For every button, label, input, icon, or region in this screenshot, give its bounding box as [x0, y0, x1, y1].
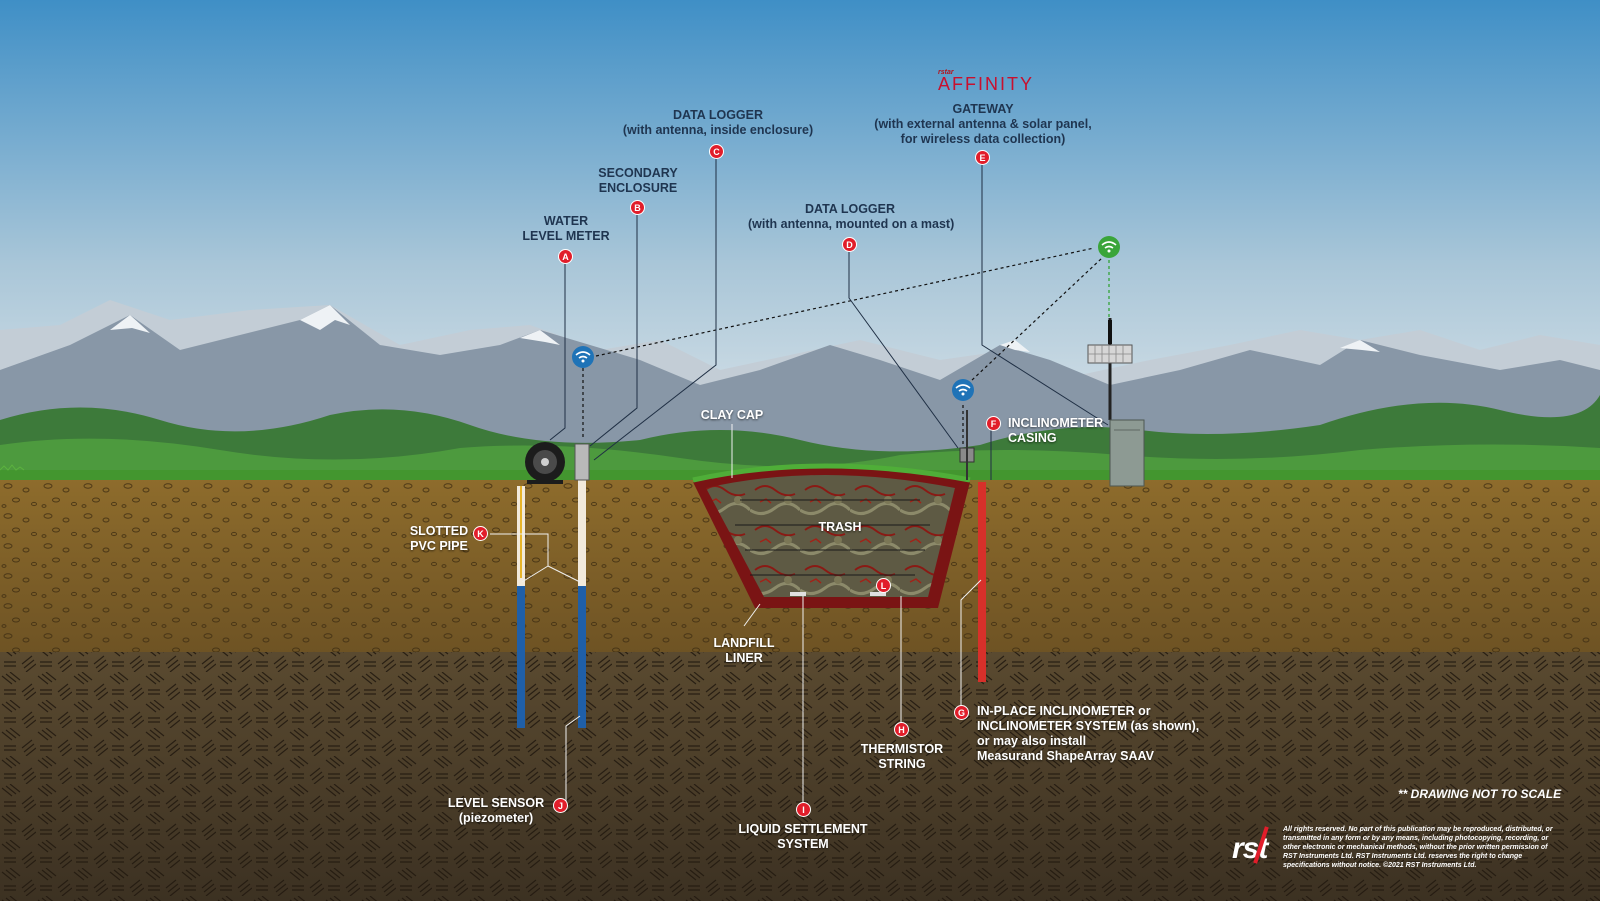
thermistor-cell	[870, 592, 886, 596]
marker-f: F	[986, 416, 1001, 431]
marker-h: H	[894, 722, 909, 737]
label-thermistor-string: THERMISTOR STRING	[860, 742, 944, 771]
clay-cap-surface	[692, 463, 971, 483]
grass-blades	[0, 464, 25, 471]
label-secondary-enclosure: SECONDARY ENCLOSURE	[598, 166, 678, 195]
marker-l: L	[876, 578, 891, 593]
wireless-links	[582, 247, 1103, 446]
well-pipe-1	[517, 586, 525, 728]
marker-b: B	[630, 200, 645, 215]
secondary-enclosure-box	[574, 443, 590, 481]
gateway-wifi-icon	[1098, 236, 1120, 258]
marker-e: E	[975, 150, 990, 165]
marker-d: D	[842, 237, 857, 252]
inclinometer-casing	[978, 482, 986, 682]
green-hills-front	[0, 438, 1600, 480]
gateway-antenna	[1108, 320, 1112, 344]
reel-icon	[525, 442, 565, 484]
scale-note: ** DRAWING NOT TO SCALE	[1398, 787, 1562, 801]
wifi-icon	[952, 379, 974, 401]
leader-lines-light	[490, 424, 982, 806]
solar-panel-grid	[1088, 345, 1132, 363]
marker-c: C	[709, 144, 724, 159]
label-level-sensor: LEVEL SENSOR (piezometer)	[447, 796, 545, 825]
label-landfill-liner: LANDFILL LINER	[713, 636, 775, 665]
label-gateway: GATEWAY (with external antenna & solar p…	[874, 102, 1092, 146]
marker-j: J	[553, 798, 568, 813]
label-in-place-inclinometer: IN-PLACE INCLINOMETER or INCLINOMETER SY…	[977, 704, 1200, 763]
label-inclinometer-casing: INCLINOMETER CASING	[1008, 416, 1104, 445]
marker-a: A	[558, 249, 573, 264]
marker-g: G	[954, 705, 969, 720]
marker-i: I	[796, 802, 811, 817]
settlement-cell	[790, 592, 806, 596]
label-clay-cap: CLAY CAP	[700, 408, 764, 422]
label-data-logger-mast: DATA LOGGER (with antenna, mounted on a …	[748, 202, 955, 231]
gateway-enclosure	[1109, 419, 1145, 487]
slotted-pvc-pipe-2	[578, 460, 586, 586]
affinity-brand: rstar AFFINITY	[938, 69, 1034, 94]
leader-lines	[549, 158, 1109, 480]
trash-body	[706, 475, 955, 597]
label-water-level-meter: WATER LEVEL METER	[522, 214, 610, 243]
copyright-notice: All rights reserved. No part of this pub…	[1283, 826, 1553, 869]
well-pipe-2	[578, 586, 586, 728]
marker-k: K	[473, 526, 488, 541]
lower-soil-texture	[0, 652, 1600, 901]
label-slotted-pvc-pipe: SLOTTED PVC PIPE	[409, 524, 469, 553]
wifi-icon	[572, 346, 594, 368]
label-liquid-settlement: LIQUID SETTLEMENT SYSTEM	[738, 822, 868, 851]
label-data-logger-enclosure: DATA LOGGER (with antenna, inside enclos…	[622, 108, 814, 137]
settlement-lines	[735, 499, 930, 576]
label-trash: TRASH	[818, 520, 862, 534]
